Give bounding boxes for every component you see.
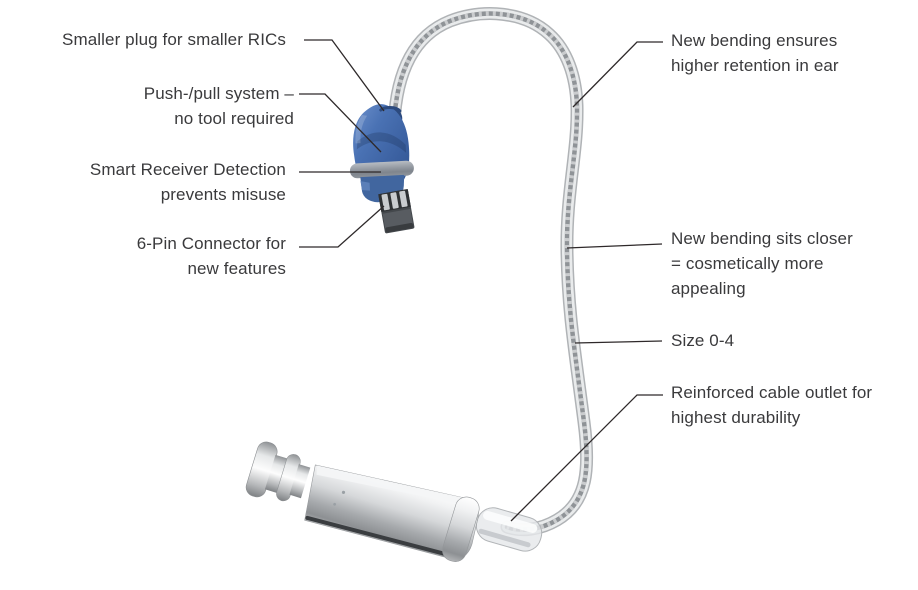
callout-smaller-plug: Smaller plug for smaller RICs bbox=[62, 30, 286, 49]
leader-line-6-pin bbox=[299, 205, 385, 248]
callout-bending-retention: New bending ensures higher retention in … bbox=[671, 31, 839, 75]
pin-connector bbox=[378, 189, 415, 234]
receiver-body bbox=[245, 441, 480, 562]
callout-cable-outlet: Reinforced cable outlet for highest dura… bbox=[671, 383, 873, 427]
callout-6-pin: 6-Pin Connector for new features bbox=[136, 234, 286, 278]
leader-lines bbox=[299, 39, 663, 522]
callout-size: Size 0-4 bbox=[671, 331, 735, 350]
leader-line-bending-retention bbox=[572, 41, 663, 108]
leader-line-cable-outlet bbox=[510, 394, 663, 522]
plug-ring bbox=[349, 160, 414, 179]
receiver-nozzle bbox=[245, 441, 311, 502]
cable-outlet-sleeve bbox=[475, 507, 543, 552]
leader-line-bending-closer bbox=[566, 243, 663, 249]
plug bbox=[349, 104, 415, 234]
callout-bending-closer: New bending sits closer = cosmetically m… bbox=[671, 229, 853, 298]
leader-line-push-pull bbox=[299, 93, 382, 153]
leader-line-size bbox=[574, 340, 663, 344]
cable bbox=[387, 7, 594, 537]
leader-line-smaller-plug bbox=[304, 39, 385, 112]
callout-push-pull: Push-/pull system – no tool required bbox=[143, 84, 294, 128]
callout-smart-detection: Smart Receiver Detection prevents misuse bbox=[89, 160, 286, 204]
